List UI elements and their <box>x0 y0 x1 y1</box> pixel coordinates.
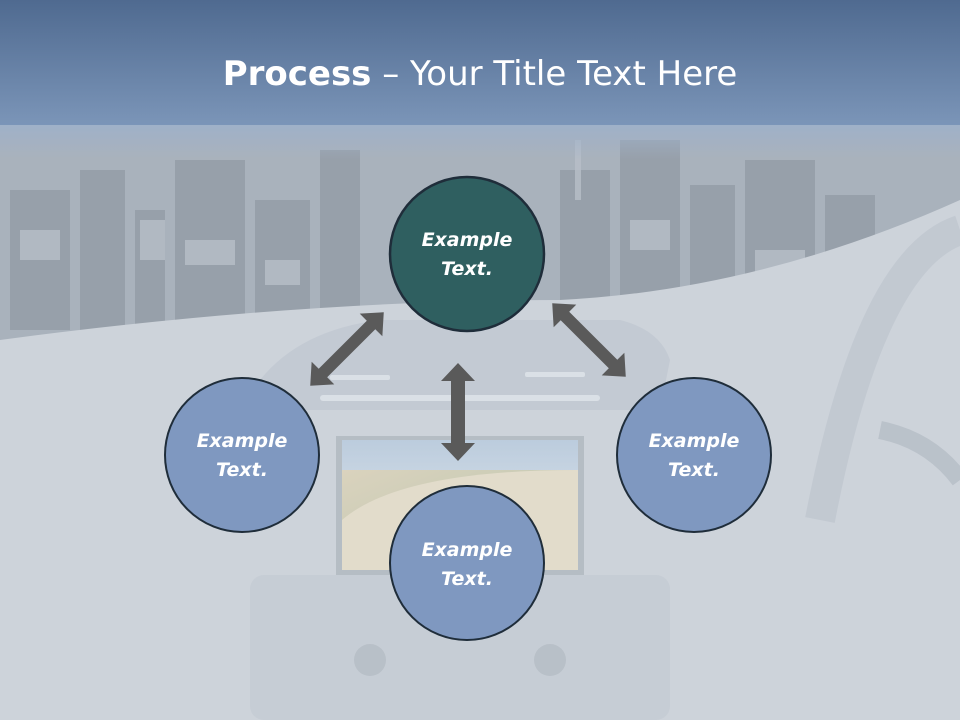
double-arrow-vertical <box>441 363 475 461</box>
title-bold: Process <box>222 54 372 94</box>
process-node-top: Example Text. <box>388 175 546 333</box>
process-node-bottom: Example Text. <box>389 485 545 641</box>
node-top-line1: Example <box>422 229 513 251</box>
process-node-left: Example Text. <box>164 377 320 533</box>
double-arrow-left <box>310 312 384 386</box>
title-rest: – Your Title Text Here <box>371 54 738 94</box>
process-node-right: Example Text. <box>616 377 772 533</box>
double-arrow-right <box>552 303 626 377</box>
node-bottom-line1: Example <box>422 539 513 561</box>
slide-title: Process – Your Title Text Here <box>0 52 960 96</box>
node-left-line2: Text. <box>216 459 268 481</box>
node-left-line1: Example <box>197 430 288 452</box>
node-right-line2: Text. <box>668 459 720 481</box>
node-top-line2: Text. <box>441 258 493 280</box>
node-right-line1: Example <box>649 430 740 452</box>
node-bottom-line2: Text. <box>441 568 493 590</box>
